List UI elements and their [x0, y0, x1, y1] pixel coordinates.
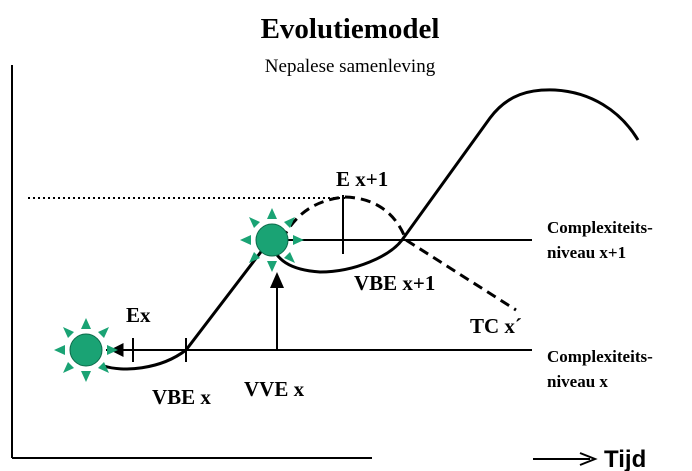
arrow-right-icon — [533, 452, 598, 466]
complexity-level-x1-label-line1: Complexiteits- — [547, 218, 653, 237]
arrow-up-icon — [270, 272, 284, 350]
time-axis-label: Tijd — [604, 446, 646, 471]
evolution-curve — [103, 88, 640, 371]
dashed-curve — [280, 195, 517, 312]
complexity-level-x-label-line1: Complexiteits- — [547, 347, 653, 366]
sun-icon — [240, 208, 304, 272]
diagram-title: Evolutiemodel — [261, 13, 440, 45]
label-ex: Ex — [126, 303, 151, 327]
label-vbe-x: VBE x — [152, 385, 211, 409]
complexity-level-x1-label-line2: niveau x+1 — [547, 243, 626, 262]
complexity-level-x-label-line2: niveau x — [547, 372, 608, 391]
label-e-x1: E x+1 — [336, 167, 388, 191]
label-vve-x: VVE x — [244, 377, 305, 401]
label-tc-x: TC x´ — [470, 314, 522, 338]
label-vbe-x1: VBE x+1 — [354, 271, 435, 295]
diagram-subtitle: Nepalese samenleving — [265, 56, 436, 77]
sun-icon — [54, 318, 118, 382]
